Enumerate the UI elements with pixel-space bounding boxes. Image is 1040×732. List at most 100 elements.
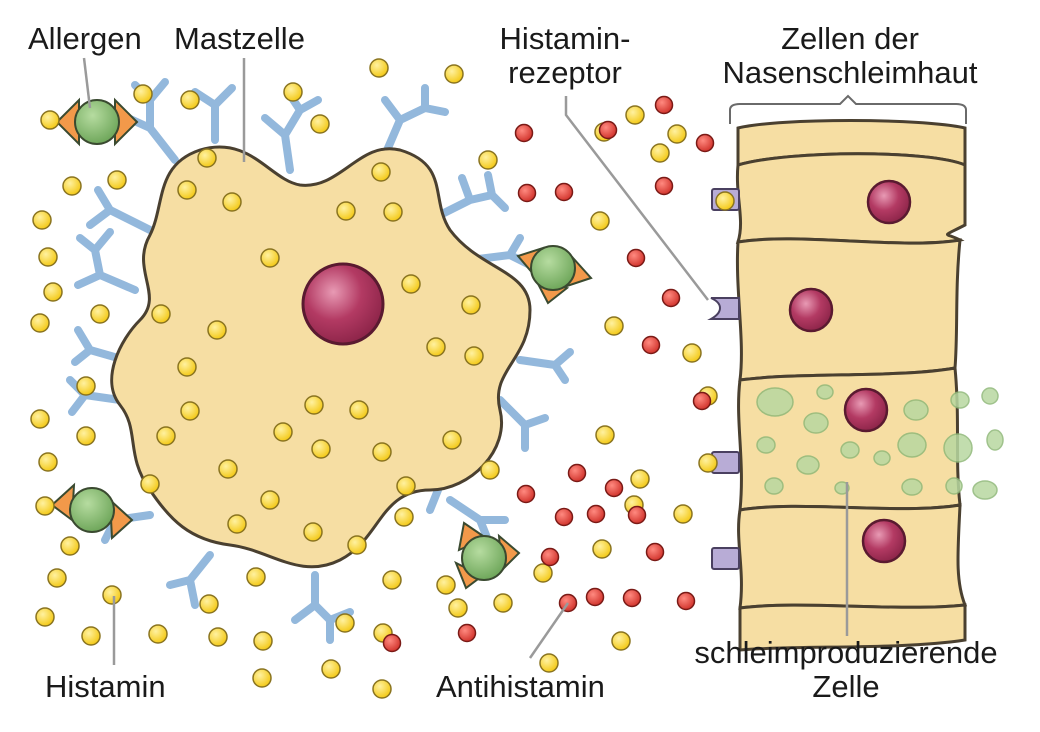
histamine-molecule bbox=[156, 426, 176, 446]
histamine-molecule bbox=[177, 180, 197, 200]
histamine-molecule bbox=[335, 613, 355, 633]
histamine-molecule bbox=[444, 64, 464, 84]
label-nasal-mucosa-line2: Nasenschleimhaut bbox=[722, 55, 978, 90]
antihistamine-molecule bbox=[654, 95, 674, 115]
histamine-molecule bbox=[478, 150, 498, 170]
histamine-molecule bbox=[311, 439, 331, 459]
histamine-molecule bbox=[177, 357, 197, 377]
label-antihistamine: Antihistamin bbox=[436, 669, 605, 704]
histamine-molecule bbox=[595, 425, 615, 445]
histamine-molecule bbox=[260, 248, 280, 268]
histamine-molecule bbox=[38, 452, 58, 472]
histamine-molecule bbox=[35, 496, 55, 516]
leader-lines bbox=[82, 57, 967, 665]
label-mucus-cell-line2: Zelle bbox=[812, 669, 880, 704]
nasal-epithelium bbox=[735, 119, 968, 652]
label-histamine-receptor-line2: rezeptor bbox=[508, 55, 622, 90]
histamine-molecule bbox=[253, 631, 273, 651]
histamine-molecule bbox=[650, 143, 670, 163]
mucus-droplets bbox=[756, 384, 1004, 500]
label-histamine-receptor: Histamin- rezeptor bbox=[470, 22, 660, 90]
label-histamine-receptor-line1: Histamin- bbox=[499, 21, 631, 56]
label-nasal-mucosa-cells: Zellen der Nasenschleimhaut bbox=[690, 22, 1010, 90]
histamine-molecule bbox=[383, 202, 403, 222]
histamine-molecule bbox=[304, 395, 324, 415]
histamine-molecule bbox=[372, 679, 392, 699]
histamine-molecule bbox=[76, 376, 96, 396]
histamine-molecule bbox=[590, 211, 610, 231]
antihistamine-molecule bbox=[514, 123, 534, 143]
histamine-molecule bbox=[102, 585, 122, 605]
histamine-molecule bbox=[401, 274, 421, 294]
mast-cell-nucleus bbox=[301, 262, 385, 346]
epithelial-cell-1 bbox=[735, 152, 967, 245]
allergens bbox=[50, 97, 593, 590]
label-mast-cell: Mastzelle bbox=[174, 21, 305, 56]
antihistamine-molecule bbox=[540, 547, 560, 567]
histamine-molecule bbox=[533, 563, 553, 583]
histamine-molecule bbox=[480, 460, 500, 480]
histamine-molecule bbox=[43, 282, 63, 302]
histamine-molecule bbox=[442, 430, 462, 450]
histamine-molecule bbox=[303, 522, 323, 542]
antihistamine-molecule bbox=[661, 288, 681, 308]
antihistamine-molecule bbox=[626, 248, 646, 268]
histamine-molecule bbox=[539, 653, 559, 673]
histamine-molecule bbox=[396, 476, 416, 496]
histamine-molecule bbox=[133, 84, 153, 104]
histamine-molecule bbox=[151, 304, 171, 324]
histamine-molecule bbox=[310, 114, 330, 134]
histamine-molecule bbox=[76, 426, 96, 446]
histamine-molecule bbox=[461, 295, 481, 315]
histamine-molecule bbox=[715, 191, 735, 211]
histamine-molecule bbox=[35, 607, 55, 627]
histamine-molecule bbox=[140, 474, 160, 494]
label-nasal-mucosa-line1: Zellen der bbox=[781, 21, 919, 56]
histamine-molecules bbox=[30, 58, 735, 699]
histamine-molecule bbox=[347, 535, 367, 555]
histamine-molecule bbox=[349, 400, 369, 420]
histamine-molecule bbox=[30, 313, 50, 333]
histamine-molecule bbox=[682, 343, 702, 363]
antihistamine-molecule bbox=[676, 591, 696, 611]
antihistamine-molecule bbox=[382, 633, 402, 653]
histamine-molecule bbox=[197, 148, 217, 168]
antihistamine-molecule bbox=[641, 335, 661, 355]
antihistamine-molecule bbox=[457, 623, 477, 643]
histamine-molecule bbox=[180, 90, 200, 110]
histamine-molecule bbox=[630, 469, 650, 489]
histamine-molecule bbox=[667, 124, 687, 144]
histamine-molecule bbox=[394, 507, 414, 527]
histamine-molecule bbox=[604, 316, 624, 336]
histamine-molecule bbox=[336, 201, 356, 221]
histamine-molecule bbox=[260, 490, 280, 510]
label-mucus-producing-cell: schleimproduzierende Zelle bbox=[676, 636, 1016, 704]
histamine-molecule bbox=[222, 192, 242, 212]
antihistamine-molecule bbox=[567, 463, 587, 483]
histamine-molecule bbox=[32, 210, 52, 230]
histamine-molecule bbox=[372, 442, 392, 462]
histamine-molecule bbox=[199, 594, 219, 614]
histamine-molecule bbox=[81, 626, 101, 646]
histamine-molecule bbox=[227, 514, 247, 534]
histamine-molecule bbox=[107, 170, 127, 190]
antihistamine-molecule bbox=[517, 183, 537, 203]
histamine-molecule bbox=[38, 247, 58, 267]
histamine-molecule bbox=[207, 320, 227, 340]
histamine-molecule bbox=[30, 409, 50, 429]
histamine-molecule bbox=[611, 631, 631, 651]
histamine-molecule bbox=[252, 668, 272, 688]
label-mucus-cell-line1: schleimproduzierende bbox=[694, 635, 998, 670]
antihistamine-molecule bbox=[604, 478, 624, 498]
histamine-molecule bbox=[673, 504, 693, 524]
histamine-molecule bbox=[47, 568, 67, 588]
histamine-molecule bbox=[90, 304, 110, 324]
histamine-molecule bbox=[436, 575, 456, 595]
histamine-molecule bbox=[493, 593, 513, 613]
antihistamine-molecule bbox=[598, 120, 618, 140]
antihistamine-molecule bbox=[692, 391, 712, 411]
histamine-molecule bbox=[448, 598, 468, 618]
histamine-molecule bbox=[62, 176, 82, 196]
histamine-molecule bbox=[426, 337, 446, 357]
